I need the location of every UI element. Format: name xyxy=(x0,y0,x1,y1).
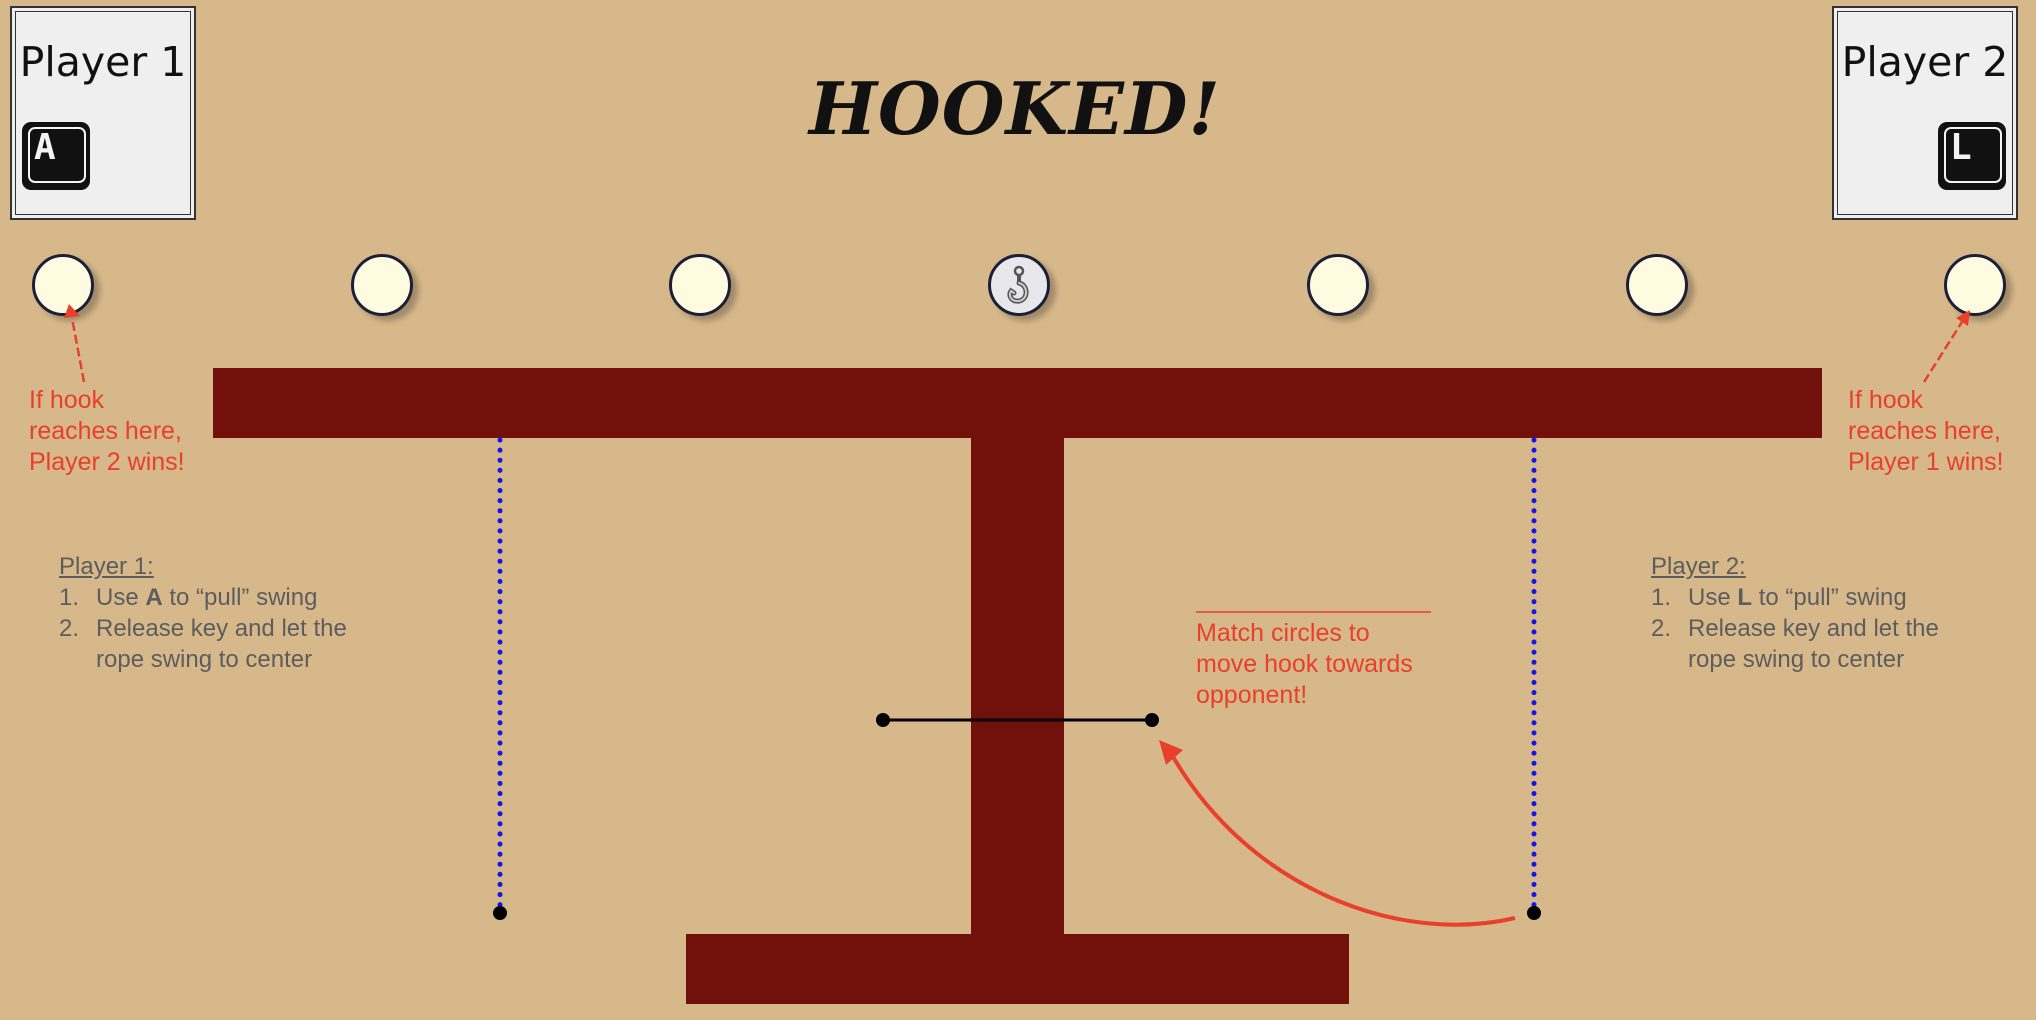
hook-icon xyxy=(1007,265,1029,304)
left-win-line: reaches here, xyxy=(29,417,182,445)
left-arrow xyxy=(70,317,86,383)
track-circle xyxy=(32,254,94,316)
player2-name: Player 2 xyxy=(1841,38,2009,86)
left-win-line: Player 2 wins! xyxy=(29,448,185,476)
left-win-note: If hook reaches here, Player 2 wins! xyxy=(29,385,185,478)
right-arrow xyxy=(1922,321,1964,383)
instruction-step: 1.Use A to “pull” swing xyxy=(59,584,318,611)
player1-instructions-heading: Player 1: xyxy=(59,553,154,580)
hook-circle xyxy=(988,254,1050,316)
track-circle xyxy=(1307,254,1369,316)
key-l-icon: L xyxy=(1938,122,2006,190)
key-highlight: L xyxy=(1737,584,1753,611)
right-win-line: If hook xyxy=(1848,386,1924,414)
rope-left-weight xyxy=(493,906,507,920)
track-circle xyxy=(351,254,413,316)
player2-instructions-heading: Player 2: xyxy=(1651,553,1746,580)
right-win-line: Player 1 wins! xyxy=(1848,448,2004,476)
match-line: Match circles to xyxy=(1196,619,1370,647)
indicator-right-dot xyxy=(1145,713,1159,727)
indicator-left-dot xyxy=(876,713,890,727)
player1-name: Player 1 xyxy=(19,38,187,86)
player1-panel: Player 1 A xyxy=(10,6,196,220)
track-circle xyxy=(1944,254,2006,316)
key-highlight: A xyxy=(145,584,163,611)
right-win-note: If hook reaches here, Player 1 wins! xyxy=(1848,385,2004,478)
track-circle xyxy=(669,254,731,316)
player1-instructions: Player 1: 1.Use A to “pull” swing 2.Rele… xyxy=(59,551,347,675)
key-l-label: L xyxy=(1950,127,1972,168)
match-arrow xyxy=(1170,753,1516,927)
rope-right-weight xyxy=(1527,906,1541,920)
frame-base xyxy=(686,934,1349,1004)
match-line: opponent! xyxy=(1196,681,1308,709)
game-title: HOOKED! xyxy=(809,66,1221,151)
frame-top-beam xyxy=(213,368,1822,438)
key-a-icon: A xyxy=(22,122,90,190)
frame-pillar xyxy=(971,438,1064,934)
instruction-step: 1.Use L to “pull” swing xyxy=(1651,584,1907,611)
track-circle xyxy=(1626,254,1688,316)
match-line: move hook towards xyxy=(1196,650,1413,678)
player2-panel: Player 2 L xyxy=(1832,6,2018,220)
key-a-label: A xyxy=(34,127,56,168)
match-note: Match circles to move hook towards oppon… xyxy=(1196,618,1413,711)
player2-instructions: Player 2: 1.Use L to “pull” swing 2.Rele… xyxy=(1651,551,1939,675)
match-arrowhead xyxy=(1159,740,1183,765)
left-win-line: If hook xyxy=(29,386,105,414)
right-win-line: reaches here, xyxy=(1848,417,2001,445)
